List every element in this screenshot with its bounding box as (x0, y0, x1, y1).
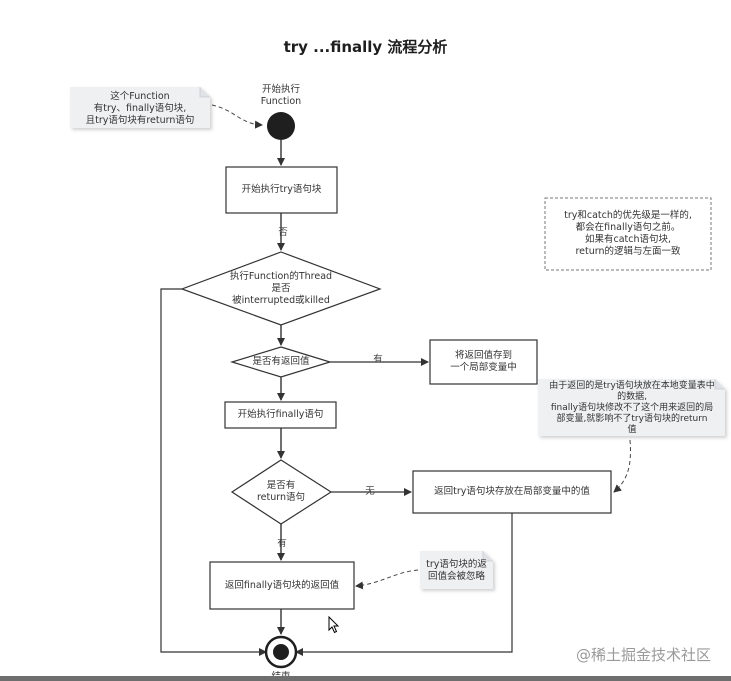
note-right-top-line1: try和catch的优先级是一样的, (564, 210, 692, 221)
edge-no-label: 否 (278, 227, 288, 238)
box-finally (224, 401, 337, 429)
end-label: 结束 (266, 671, 296, 676)
note-right-mid-connector (613, 439, 631, 493)
decision-thread-label: 执行Function的Thread 是否 被interrupted或killed (201, 271, 361, 307)
note-left-line1: 这个Function (110, 91, 170, 102)
note-right-top-line3: 如果有catch语句块, (584, 234, 672, 245)
start-label: 开始执行 Function (241, 84, 321, 108)
box-store-label: 将返回值存到 一个局部变量中 (430, 350, 537, 374)
box-return-try-label: 返回try语句块存放在局部变量中的值 (434, 486, 590, 497)
note-right-mid-line3: finally语句块修改不了这个用来返回的局 (550, 403, 714, 413)
decision-finally-return-line1: 是否有 (266, 480, 296, 491)
box-try-label: 开始执行try语句块 (241, 184, 322, 195)
watermark: @稀土掘金技术社区 (575, 646, 711, 664)
decision-thread-line1: 执行Function的Thread (229, 271, 333, 282)
edge-none-label: 无 (365, 486, 375, 497)
decision-thread-line3: 被interrupted或killed (232, 295, 330, 306)
note-right-mid-text: 由于返回的是try语句块放在本地变量表中 的数据, finally语句块修改不了… (536, 381, 728, 436)
note-right-top-line2: 都会在finally语句之前。 (575, 222, 681, 233)
box-return-finally (209, 561, 355, 610)
box-store-line2: 一个局部变量中 (450, 362, 517, 373)
note-left-line2: 有try、finally语句块, (93, 103, 187, 114)
note-right-mid-line5: 值 (627, 425, 637, 435)
note-right-mid-shape (538, 379, 725, 436)
mouse-cursor-icon (328, 616, 340, 634)
start-node (267, 112, 295, 140)
box-store (429, 339, 538, 385)
box-return-finally-label: 返回finally语句块的返回值 (224, 580, 340, 591)
bottom-bar (0, 676, 731, 681)
note-bottom-connector (355, 569, 419, 590)
note-left-shape (70, 87, 210, 128)
note-right-mid-line1: 由于返回的是try语句块放在本地变量表中 (549, 381, 715, 391)
decision-return-label: 是否有返回值 (252, 356, 310, 367)
edge-thread-yes-to-end (160, 288, 267, 656)
note-bottom-shape (420, 551, 493, 589)
note-left-text: 这个Function 有try、finally语句块, 且try语句块有retu… (70, 91, 210, 127)
note-right-mid-line2: 的数据, (617, 392, 647, 402)
note-left-connector (211, 104, 263, 129)
diagram-title: try ...finally 流程分析 (283, 38, 448, 56)
note-bottom-line1: try语句块的返 (426, 559, 487, 570)
edge-return-try-to-end (295, 513, 513, 656)
decision-finally-return-line2: return语句 (256, 492, 306, 503)
box-store-line1: 将返回值存到 (454, 350, 512, 361)
note-right-mid-line4: 部变量,就影响不了try语句块的return (556, 414, 708, 424)
decision-thread-line2: 是否 (271, 283, 291, 294)
end-node-inner (273, 644, 289, 660)
note-bottom-line2: 回值会被忽略 (427, 571, 485, 582)
note-right-top-text: try和catch的优先级是一样的, 都会在finally语句之前。 如果有ca… (545, 210, 711, 258)
box-try (225, 166, 338, 214)
note-left-line3: 且try语句块有return语句 (85, 115, 195, 126)
box-finally-label: 开始执行finally语句 (237, 409, 324, 420)
edge-yes-label-1: 有 (373, 354, 383, 365)
start-label-line1: 开始执行 (261, 84, 300, 95)
note-right-top-line4: return的逻辑与左面一致 (575, 246, 681, 257)
start-label-line2: Function (260, 96, 302, 107)
note-right-top-shape (544, 197, 712, 271)
note-bottom-text: try语句块的返 回值会被忽略 (420, 559, 493, 583)
decision-finally-return-label: 是否有 return语句 (241, 480, 321, 504)
edge-yes-label-2: 有 (277, 538, 287, 549)
box-return-try (412, 470, 612, 514)
